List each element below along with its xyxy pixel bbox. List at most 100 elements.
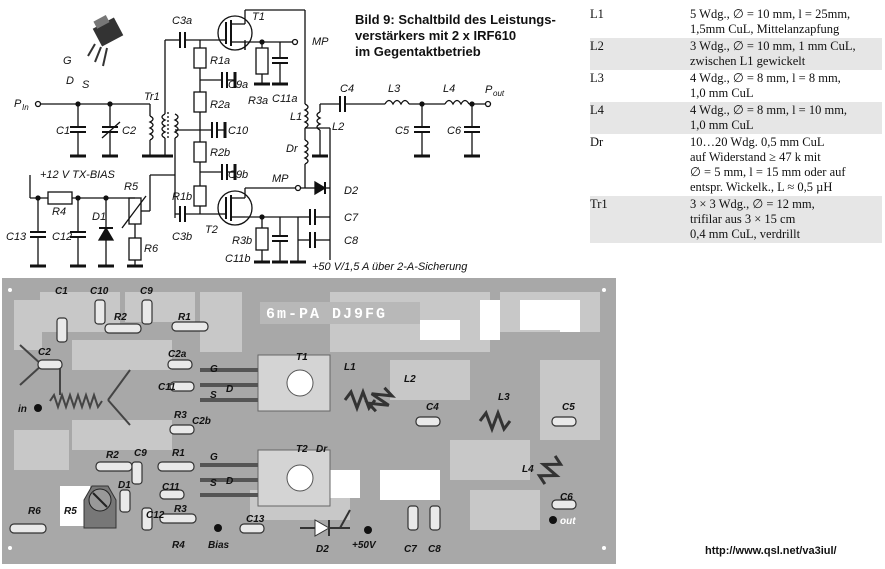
pcb-label-L3: L3 [498, 392, 510, 403]
pcb-label-L1: L1 [344, 362, 356, 373]
pcb-label-R5: R5 [64, 506, 77, 517]
pcb-label-C13: C13 [246, 514, 265, 525]
label-R3a: R3a [248, 95, 268, 107]
label-L1: L1 [290, 111, 302, 123]
label-C2: C2 [122, 125, 136, 137]
label-Dr: Dr [286, 143, 299, 155]
pcb-label-R6: R6 [28, 506, 41, 517]
label-C4: C4 [340, 83, 354, 95]
pcb-label-C12: C12 [146, 510, 165, 521]
label-C11a: C11a [272, 93, 297, 105]
bias-supply-label: +12 V TX-BIAS [40, 169, 116, 181]
pcb-label-G-bottom: G [210, 452, 218, 463]
pcb-label-R4: R4 [172, 540, 185, 551]
transistor-package-icon [87, 15, 124, 67]
parts-table-line: entspr. Wickelk., L ≈ 0,5 µH [690, 180, 833, 194]
pcb-label-C9: C9 [140, 286, 153, 297]
pcb-label-R1-bottom: R1 [172, 448, 185, 459]
pcb-label-C1: C1 [55, 286, 68, 297]
label-C3a: C3a [172, 15, 192, 27]
schematic-labels: Bild 9: Schaltbild des Leistungs- verstä… [6, 11, 556, 273]
label-R2a: R2a [210, 99, 230, 111]
parts-table-line: 1,5mm CuL, Mittelanzapfung [690, 22, 840, 36]
parts-table-key: L2 [590, 39, 604, 53]
parts-table-key: Dr [590, 135, 604, 149]
title-line-3: im Gegentaktbetrieb [355, 44, 481, 59]
pcb-layout: 6m-PA DJ9FG [2, 278, 616, 564]
pin-label-d: D [66, 75, 74, 87]
parts-table-value: 3 × 3 Wdg., ∅ = 12 mm,trifilar aus 3 × 1… [690, 197, 882, 242]
mp-label-bottom: MP [272, 173, 289, 185]
footer-url[interactable]: http://www.qsl.net/va3iul/ [705, 545, 837, 557]
pcb-label-D-bottom: D [226, 476, 233, 487]
parts-table-line: trifilar aus 3 × 15 cm [690, 212, 796, 226]
label-T1: T1 [252, 11, 265, 23]
label-R3b: R3b [232, 235, 252, 247]
parts-table-line: auf Widerstand ≥ 47 k mit [690, 150, 821, 164]
label-C9a: C9a [228, 79, 248, 91]
parts-table-line: 1,0 mm CuL [690, 86, 754, 100]
label-D2: D2 [344, 185, 358, 197]
pcb-label-in: in [18, 404, 27, 415]
pin-label-s: S [82, 79, 90, 91]
pcb-label-C2a: C2a [168, 349, 187, 360]
pcb-label-C11-top: C11 [158, 382, 176, 393]
label-C9b: C9b [228, 169, 248, 181]
label-T2: T2 [205, 224, 218, 236]
pcb-silk-title: 6m-PA DJ9FG [266, 306, 387, 323]
label-C5: C5 [395, 125, 410, 137]
parts-table-key: L3 [590, 71, 604, 85]
label-R1a: R1a [210, 55, 230, 67]
mp-label-top: MP [312, 36, 329, 48]
label-Tr1: Tr1 [144, 91, 160, 103]
parts-table-key: Tr1 [590, 197, 608, 211]
title-line-1: Bild 9: Schaltbild des Leistungs- [355, 12, 556, 27]
pcb-label-R2-bottom: R2 [106, 450, 119, 461]
title-line-2: verstärkers mit 2 x IRF610 [355, 28, 516, 43]
parts-table-line: 0,4 mm CuL, verdrillt [690, 227, 801, 241]
pcb-label-bias: Bias [208, 540, 230, 551]
pcb-label-D-top: D [226, 384, 233, 395]
pcb-label-C11-bottom: C11 [162, 482, 180, 493]
output-pin-sub: out [493, 89, 505, 98]
pcb-label-C9-bottom: C9 [134, 448, 147, 459]
pcb-label-R1-top: R1 [178, 312, 191, 323]
output-pin-label: P [485, 84, 493, 96]
pcb-label-plus50v: +50V [352, 540, 377, 551]
pcb-label-C7: C7 [404, 544, 417, 555]
pcb-label-S-bottom: S [210, 478, 217, 489]
pcb-label-R3-bottom: R3 [174, 504, 187, 515]
parts-table-key: L4 [590, 103, 604, 117]
pcb-label-C2b: C2b [192, 416, 211, 427]
label-R1b: R1b [172, 191, 192, 203]
label-C10: C10 [228, 125, 249, 137]
pcb-label-out: out [560, 516, 576, 527]
parts-table-value: 5 Wdg., ∅ = 10 mm, l = 25mm,1,5mm CuL, M… [690, 7, 882, 37]
parts-table-row: Tr1 3 × 3 Wdg., ∅ = 12 mm,trifilar aus 3 … [590, 196, 882, 243]
label-R2b: R2b [210, 147, 230, 159]
input-pin-label: P [14, 98, 22, 110]
schematic [29, 9, 492, 268]
pcb-label-T2: T2 [296, 444, 308, 455]
label-D1: D1 [92, 211, 106, 223]
label-L2: L2 [332, 121, 344, 133]
pcb-label-C8: C8 [428, 544, 441, 555]
label-L4: L4 [443, 83, 455, 95]
label-R6: R6 [144, 243, 159, 255]
label-C7: C7 [344, 212, 359, 224]
label-C8: C8 [344, 235, 359, 247]
input-pin-sub: In [22, 103, 29, 112]
pcb-label-D2: D2 [316, 544, 329, 555]
pcb-label-G-top: G [210, 364, 218, 375]
parts-table-line: zwischen L1 gewickelt [690, 54, 806, 68]
pcb-label-Dr: Dr [316, 444, 328, 455]
pcb-label-L4: L4 [522, 464, 534, 475]
label-C6: C6 [447, 125, 462, 137]
label-L3: L3 [388, 83, 401, 95]
